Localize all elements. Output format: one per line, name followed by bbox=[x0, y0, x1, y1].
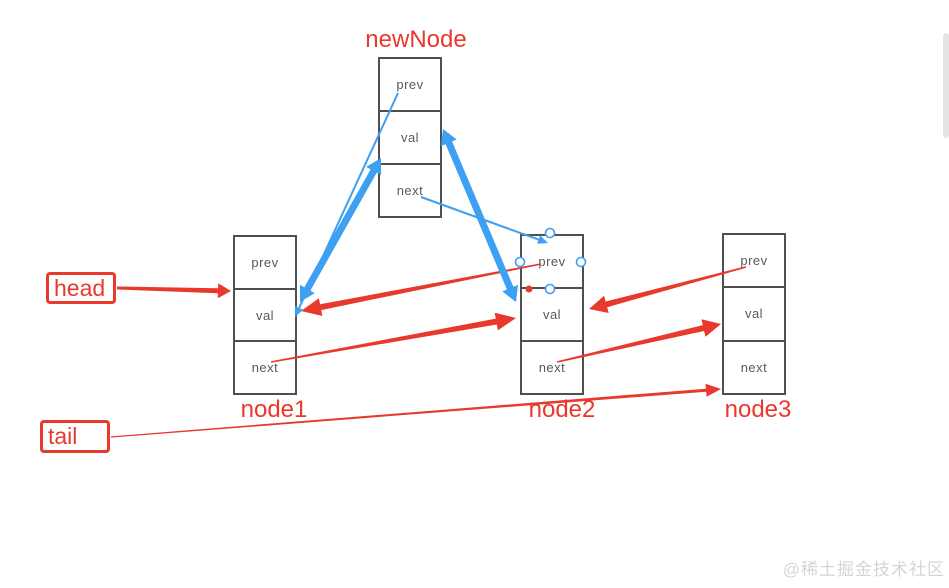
scrollbar-thumb[interactable] bbox=[943, 33, 949, 138]
node1-newnode-double-link[interactable] bbox=[299, 158, 382, 302]
node3-label[interactable]: node3 bbox=[724, 396, 792, 423]
node2-next-to-node3-val[interactable] bbox=[556, 319, 721, 363]
head-pointer-box[interactable]: head bbox=[46, 272, 116, 304]
selection-handle-2[interactable] bbox=[575, 256, 587, 268]
node2-cell-prev[interactable]: prev bbox=[520, 234, 584, 289]
node1-cell-val[interactable]: val bbox=[233, 289, 297, 343]
tail-pointer-box[interactable]: tail bbox=[40, 420, 110, 453]
newNode-cell-val[interactable]: val bbox=[378, 112, 442, 165]
node2-cell-val[interactable]: val bbox=[520, 289, 584, 342]
newnode-prev-to-node1-head[interactable] bbox=[295, 306, 304, 317]
node1-label[interactable]: node1 bbox=[240, 396, 308, 423]
watermark-text: @稀土掘金技术社区 bbox=[782, 560, 945, 579]
tail-to-node3-next[interactable] bbox=[111, 383, 721, 438]
selection-handle-1[interactable] bbox=[514, 256, 526, 268]
node1-next-to-node2-val[interactable] bbox=[270, 312, 516, 363]
selection-handle-0[interactable] bbox=[544, 227, 556, 239]
newNode-cell-next[interactable]: next bbox=[378, 165, 442, 218]
node2-prev-to-node1-val[interactable] bbox=[301, 263, 542, 316]
newNode-cell-prev[interactable]: prev bbox=[378, 57, 442, 112]
node2-cell-next[interactable]: next bbox=[520, 342, 584, 395]
node1-cell-prev[interactable]: prev bbox=[233, 235, 297, 290]
node3-cell-prev[interactable]: prev bbox=[722, 233, 786, 289]
connection-endpoint-dot[interactable] bbox=[525, 285, 533, 293]
node1-cell-next[interactable]: next bbox=[233, 342, 297, 396]
node3-prev-to-node2-val[interactable] bbox=[589, 266, 747, 313]
newnode-next-to-node2-prev-shaft[interactable] bbox=[420, 196, 539, 241]
newNode-label[interactable]: newNode bbox=[365, 26, 467, 53]
newnode-prev-to-node1-shaft[interactable] bbox=[298, 92, 399, 309]
selection-handle-3[interactable] bbox=[544, 283, 556, 295]
node3-cell-val[interactable]: val bbox=[722, 288, 786, 342]
node3-cell-next[interactable]: next bbox=[722, 341, 786, 395]
newnode-node2-double-link[interactable] bbox=[441, 129, 518, 302]
newnode-next-to-node2-prev-head[interactable] bbox=[537, 235, 548, 244]
head-to-node1[interactable] bbox=[117, 283, 231, 299]
